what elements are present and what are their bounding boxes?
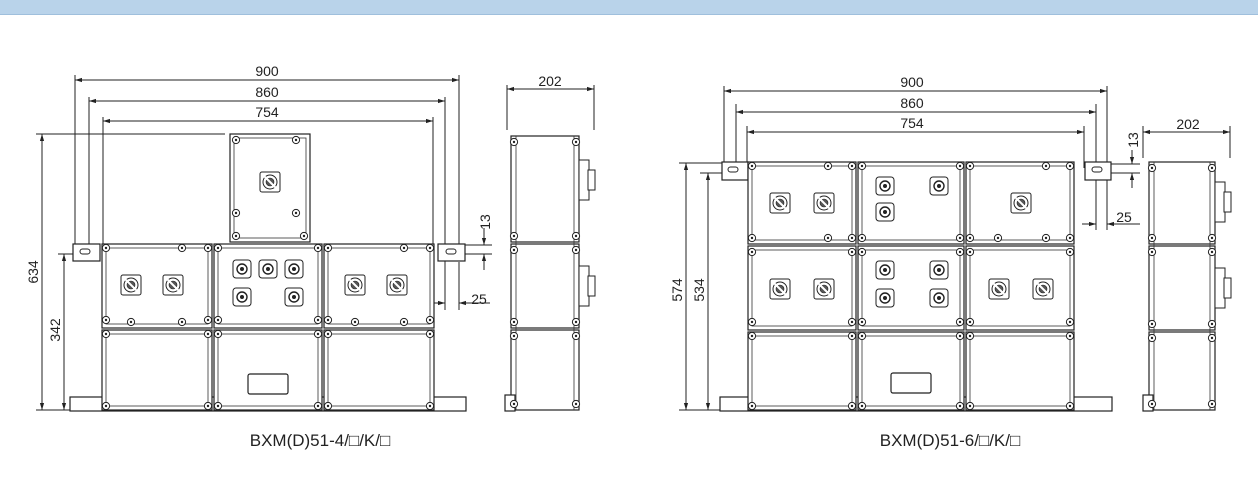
dim-label-25: 25 [1116,209,1132,225]
dim-label-900: 900 [900,74,924,90]
dim-label-574: 574 [669,278,685,302]
dim-label-754: 754 [900,115,924,131]
right-side-view: 202 [1142,116,1232,412]
dim-label-202: 202 [538,73,562,89]
header-bar [0,0,1258,15]
dim-label-342: 342 [47,318,63,342]
dim-label-534: 534 [691,278,707,302]
dim-label-202: 202 [1176,116,1200,132]
dim-label-634: 634 [25,260,41,284]
left-side-view: 202 [504,73,596,412]
dim-label-900: 900 [255,63,279,79]
right-model-caption: BXM(D)51-6/□/K/□ [880,431,1021,450]
right-front-view: 900 860 754 574 534 13 25 [669,74,1141,412]
dim-label-754: 754 [255,104,279,120]
dim-label-860: 860 [255,84,279,100]
left-front-view: 900 860 754 634 342 13 25 [25,63,493,412]
dim-label-13: 13 [1125,132,1141,148]
dim-label-13: 13 [477,214,493,230]
left-model-caption: BXM(D)51-4/□/K/□ [250,431,391,450]
dim-label-860: 860 [900,95,924,111]
dim-label-25: 25 [471,291,487,307]
